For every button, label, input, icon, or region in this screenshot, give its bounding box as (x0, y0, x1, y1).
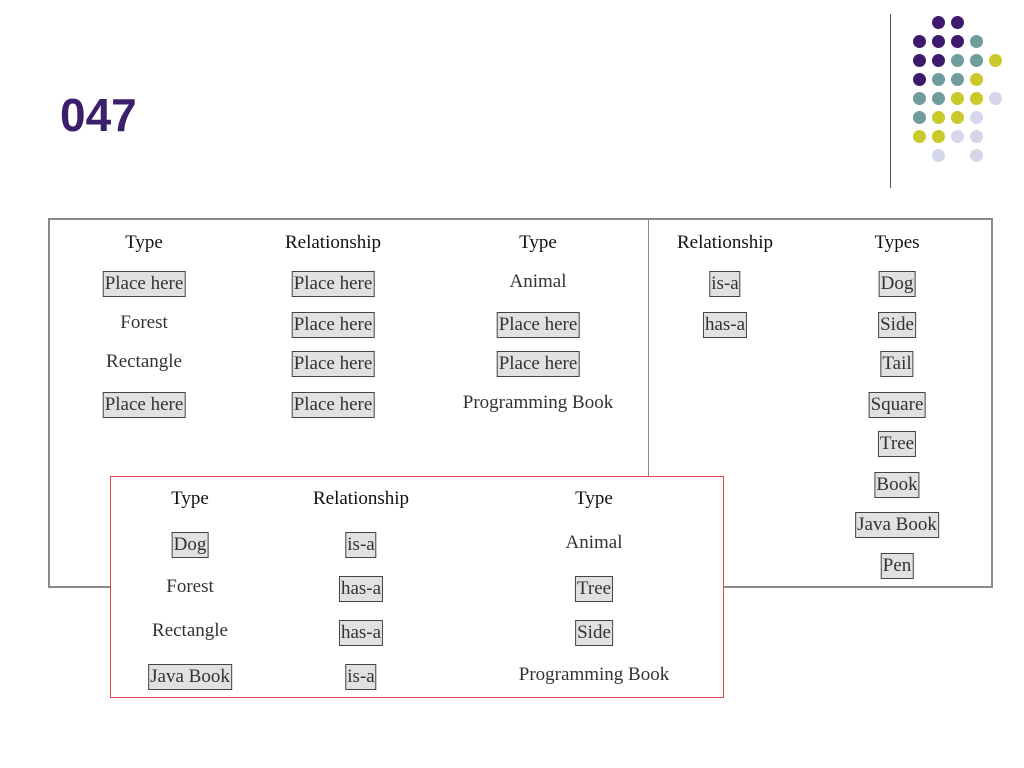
decor-dot (932, 35, 945, 48)
decor-dot (970, 73, 983, 86)
decor-dot (932, 16, 945, 29)
decor-dot (913, 130, 926, 143)
decor-dot (932, 130, 945, 143)
drop-slot[interactable]: Place here (291, 351, 375, 377)
drop-slot[interactable]: Place here (496, 351, 580, 377)
option-relationship-is-a[interactable]: is-a (709, 271, 741, 297)
decor-dot (932, 54, 945, 67)
table-cell-text: Animal (509, 271, 567, 292)
drop-slot[interactable]: Place here (102, 392, 186, 418)
option-type-side[interactable]: Side (878, 312, 916, 338)
drop-slot[interactable]: Place here (291, 271, 375, 297)
table-cell-text: Animal (565, 532, 623, 553)
decor-dot (970, 54, 983, 67)
table-cell-text: Programming Book (462, 392, 614, 413)
decor-dot (951, 130, 964, 143)
decor-dot (913, 35, 926, 48)
decor-dot (989, 54, 1002, 67)
answer-cell: is-a (345, 664, 377, 690)
column-header-type-2: Type (519, 232, 557, 253)
decor-dot (989, 92, 1002, 105)
answer-cell: Java Book (148, 664, 232, 690)
decor-dot (913, 73, 926, 86)
column-header-type-2: Type (575, 488, 613, 509)
option-type-square[interactable]: Square (868, 392, 926, 418)
answer-cell: Side (575, 620, 613, 646)
answer-cell: has-a (338, 576, 384, 602)
decor-dot (951, 35, 964, 48)
decor-dot (951, 111, 964, 124)
decor-dot (932, 73, 945, 86)
drop-slot[interactable]: Place here (291, 312, 375, 338)
column-header-relationship: Relationship (312, 488, 410, 509)
table-cell-text: Rectangle (106, 351, 182, 372)
option-type-pen[interactable]: Pen (880, 553, 914, 579)
option-type-java-book[interactable]: Java Book (855, 512, 939, 538)
option-type-tail[interactable]: Tail (880, 351, 914, 377)
decor-dot (951, 92, 964, 105)
option-type-dog[interactable]: Dog (878, 271, 916, 297)
table-cell-text: Forest (166, 576, 214, 597)
decor-dot (970, 130, 983, 143)
drop-slot[interactable]: Place here (496, 312, 580, 338)
decor-dot (913, 111, 926, 124)
decor-dot (970, 111, 983, 124)
decor-dot (913, 92, 926, 105)
answer-cell: Tree (574, 576, 614, 602)
column-header-type: Type (125, 232, 163, 253)
table-cell-text: Forest (120, 312, 168, 333)
decor-dot (932, 111, 945, 124)
decor-dot (913, 54, 926, 67)
option-relationship-has-a[interactable]: has-a (702, 312, 748, 338)
column-header-relationship: Relationship (676, 232, 774, 253)
page-title: 047 (60, 89, 137, 141)
option-type-tree[interactable]: Tree (877, 431, 917, 457)
column-header-relationship: Relationship (284, 232, 382, 253)
decor-divider-line (890, 14, 891, 188)
decor-dot (951, 73, 964, 86)
answer-cell: Dog (171, 532, 209, 558)
option-type-book[interactable]: Book (874, 472, 920, 498)
column-header-types: Types (874, 232, 920, 253)
table-cell-text: Rectangle (152, 620, 228, 641)
answer-cell: has-a (338, 620, 384, 646)
decor-dot (932, 92, 945, 105)
decor-dot (970, 92, 983, 105)
decor-dot (932, 149, 945, 162)
drop-slot[interactable]: Place here (102, 271, 186, 297)
column-header-type: Type (171, 488, 209, 509)
decor-dot (970, 35, 983, 48)
answer-table-panel: Type Relationship Type Dog is-a Animal F… (110, 476, 724, 698)
decor-dot (951, 54, 964, 67)
decor-dot (970, 149, 983, 162)
drop-slot[interactable]: Place here (291, 392, 375, 418)
decor-dot (951, 16, 964, 29)
table-cell-text: Programming Book (518, 664, 670, 685)
answer-cell: is-a (345, 532, 377, 558)
